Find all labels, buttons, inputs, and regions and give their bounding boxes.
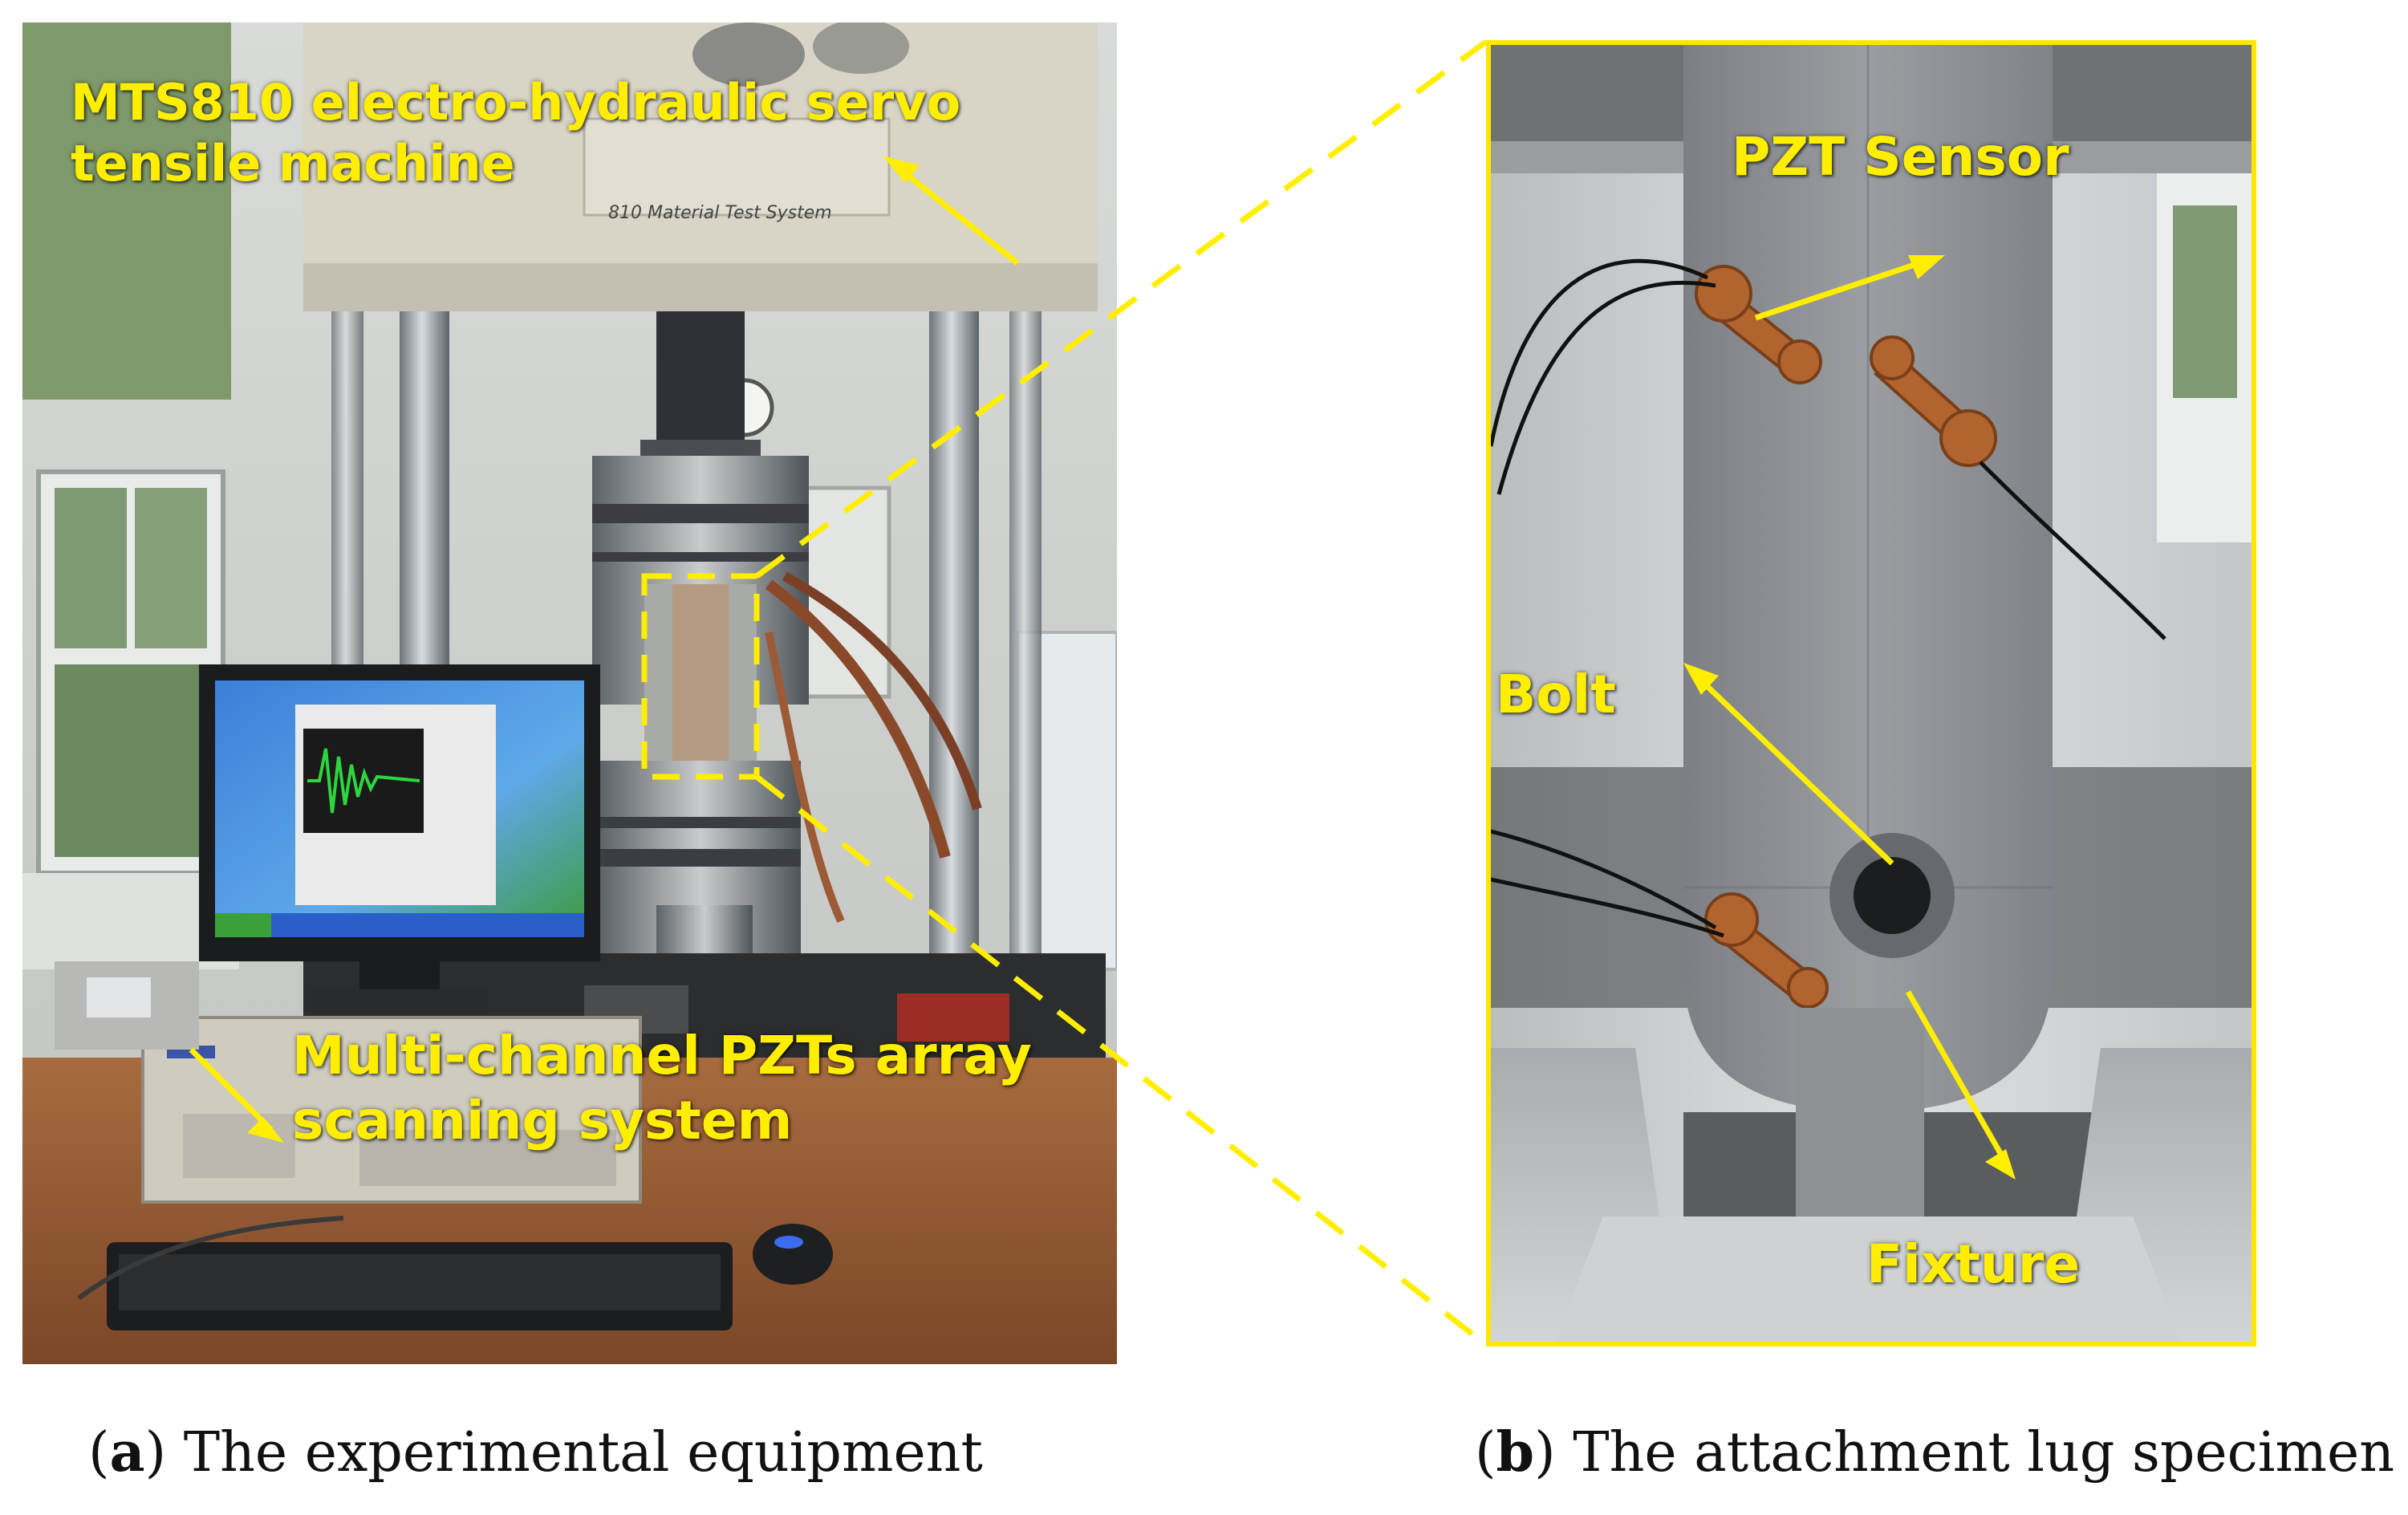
machine-label-line2: tensile machine xyxy=(71,133,515,193)
equipment-photo: 810 Material Test System xyxy=(22,22,1117,1364)
caption-b-text: The attachment lug specimen xyxy=(1555,1421,2395,1485)
fixture-label: Fixture xyxy=(1866,1233,2081,1295)
caption-b-letter: b xyxy=(1496,1420,1535,1485)
specimen-photo: PZT Sensor Bolt Fixture xyxy=(1486,40,2256,1346)
scanning-system-label: Multi-channel PZTs array scanning system xyxy=(292,1024,1032,1153)
caption-a-text: The experimental equipment xyxy=(166,1421,983,1485)
machine-label: MTS810 electro-hydraulic servo tensile m… xyxy=(71,72,960,193)
bolt-label: Bolt xyxy=(1496,664,1616,725)
pzt-sensor-label: PZT Sensor xyxy=(1732,126,2069,188)
specimen-photo-drawing xyxy=(1491,45,2252,1342)
caption-b: (b) The attachment lug specimen xyxy=(1475,1420,2395,1485)
machine-label-line1: MTS810 electro-hydraulic servo xyxy=(71,73,961,132)
scanning-system-label-line2: scanning system xyxy=(292,1089,793,1151)
equipment-photo-drawing: 810 Material Test System xyxy=(22,22,1117,1364)
machine-plate-text: 810 Material Test System xyxy=(608,203,832,223)
caption-a-letter: a xyxy=(109,1420,145,1485)
scanning-system-label-line1: Multi-channel PZTs array xyxy=(292,1025,1032,1086)
caption-a: (a) The experimental equipment xyxy=(88,1420,983,1485)
